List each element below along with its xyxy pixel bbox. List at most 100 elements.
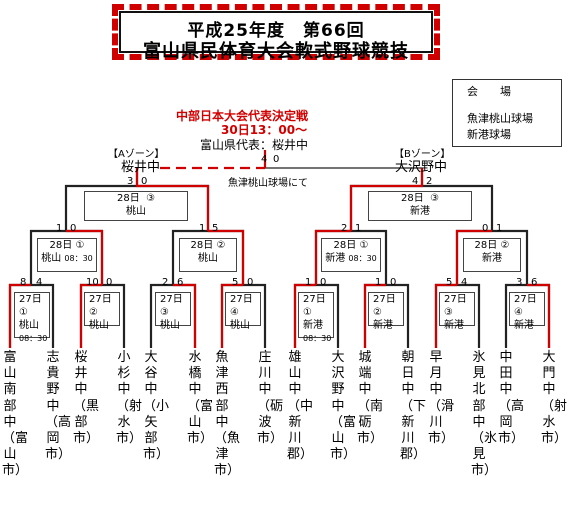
title-line-1: 平成25年度 第66回: [187, 21, 365, 41]
semi-date: 28日: [116, 193, 140, 204]
r1-2-score-left: 10: [86, 277, 99, 288]
qf-date: 28日: [333, 240, 357, 251]
r1-venue: 新港: [373, 320, 393, 331]
r1-5-score-left: 1: [305, 277, 312, 288]
final-score-right: 0: [273, 154, 280, 165]
team-6: 水橋中（富山市）: [187, 350, 214, 447]
r1-1-score-left: 8: [20, 277, 27, 288]
venue-item-1: 魚津桃山球場: [467, 112, 533, 125]
qf-time: 08：30: [64, 254, 93, 263]
r1-4-score-left: 5: [232, 277, 239, 288]
qf-match-1: 28日 ① 桃山 08：30: [37, 238, 97, 272]
r1-time: 08：30: [19, 334, 48, 343]
zone-a-label: 【Aゾーン】: [108, 149, 165, 160]
r1-match-3: 27日③ 桃山: [155, 292, 191, 331]
final-venue-note: 魚津桃山球場にて: [228, 178, 308, 189]
r1-3-score-right: 6: [177, 277, 184, 288]
r1-venue: 新港: [514, 320, 534, 331]
semi-no: ③: [146, 193, 156, 204]
team-4: 小杉中（射水市）: [116, 350, 143, 447]
r1-venue: 桃山: [19, 320, 39, 331]
r1-label: 27日①: [303, 294, 326, 318]
qf-time: 08：30: [348, 254, 377, 263]
qf-2-score-right: 5: [212, 223, 219, 234]
venue-heading: 会場: [467, 85, 533, 98]
semi-match-2: 28日 ③ 新港: [368, 191, 472, 221]
qf-venue: 桃山: [41, 253, 62, 264]
semi-2-score-left: 4: [412, 176, 419, 187]
final-score-left: 4: [261, 154, 268, 165]
qf-no: ①: [75, 240, 85, 251]
r1-7-score-left: 5: [446, 277, 453, 288]
r1-6-score-left: 1: [375, 277, 382, 288]
venue-legend: 会場 魚津桃山球場 新港球場: [452, 79, 562, 147]
r1-label: 27日④: [514, 294, 537, 318]
r1-venue: 新港: [303, 320, 323, 331]
qf-venue: 新港: [325, 253, 346, 264]
qf-no: ①: [359, 240, 369, 251]
final-title: 中部日本大会代表決定戦: [176, 109, 309, 123]
r1-7-score-right: 4: [461, 277, 468, 288]
qf-match-2: 28日 ② 桃山: [179, 238, 237, 272]
zone-b-winner: 大沢野中: [395, 160, 448, 175]
team-7: 魚津西部中（魚津市）: [214, 350, 241, 479]
team-16: 大門中（射水市）: [541, 350, 568, 447]
qf-venue: 新港: [482, 253, 502, 264]
qf-venue: 桃山: [198, 253, 218, 264]
qf-2-score-left: 1: [199, 223, 206, 234]
semi-no: ③: [430, 193, 440, 204]
r1-match-4: 27日④ 桃山: [225, 292, 261, 331]
qf-1-score-right: 0: [70, 223, 77, 234]
team-15: 中田中（高岡市）: [498, 350, 525, 447]
team-3: 桜井中（黒部市）: [73, 350, 100, 447]
semi-2-score-right: 2: [426, 176, 433, 187]
qf-match-3: 28日 ① 新港 08：30: [321, 238, 381, 272]
qf-date: 28日: [49, 240, 73, 251]
r1-label: 27日④: [230, 294, 253, 318]
semi-venue: 桃山: [126, 206, 146, 217]
qf-3-score-right: 1: [355, 223, 362, 234]
semi-1-score-right: 0: [141, 176, 148, 187]
r1-label: 27日②: [89, 294, 112, 318]
zone-b-label: 【Bゾーン】: [394, 149, 451, 160]
qf-match-4: 28日 ② 新港: [463, 238, 521, 272]
r1-8-score-right: 6: [531, 277, 538, 288]
r1-match-6: 27日② 新港: [368, 292, 404, 331]
team-8: 庄川中（砺波市）: [257, 350, 284, 447]
team-9: 雄山中（中新川郡）: [287, 350, 314, 463]
semi-venue: 新港: [410, 206, 430, 217]
r1-8-score-left: 3: [516, 277, 523, 288]
r1-6-score-right: 0: [390, 277, 397, 288]
r1-label: 27日②: [373, 294, 396, 318]
r1-venue: 新港: [444, 320, 464, 331]
r1-venue: 桃山: [230, 320, 250, 331]
team-2: 志貴野中（高岡市）: [45, 350, 72, 463]
r1-match-5: 27日① 新港 08：30: [298, 292, 334, 343]
r1-label: 27日③: [444, 294, 467, 318]
r1-match-2: 27日② 桃山: [84, 292, 120, 331]
team-14: 氷見北部中（氷見市）: [471, 350, 498, 479]
representative-text: 富山県代表：桜井中: [200, 138, 309, 152]
qf-3-score-left: 2: [341, 223, 348, 234]
r1-time: 08：30: [303, 334, 332, 343]
qf-no: ②: [500, 240, 510, 251]
r1-match-7: 27日③ 新港: [439, 292, 475, 331]
qf-date: 28日: [474, 240, 498, 251]
r1-venue: 桃山: [89, 320, 109, 331]
qf-date: 28日: [190, 240, 214, 251]
team-13: 早月中（滑川市）: [428, 350, 455, 447]
r1-1-score-right: 4: [36, 277, 43, 288]
qf-4-score-right: 1: [496, 223, 503, 234]
qf-4-score-left: 0: [482, 223, 489, 234]
r1-label: 27日③: [160, 294, 183, 318]
team-1: 富山南部中（富山市）: [2, 350, 29, 479]
title-line-2: 富山県民体育大会軟式野球競技: [143, 41, 409, 62]
title-box: 平成25年度 第66回 富山県民体育大会軟式野球競技: [112, 4, 440, 62]
qf-no: ②: [216, 240, 226, 251]
final-date: 30日13：00〜: [221, 123, 308, 137]
r1-match-1: 27日① 桃山 08：30: [14, 292, 50, 343]
venue-item-2: 新港球場: [467, 128, 511, 141]
r1-venue: 桃山: [160, 320, 180, 331]
team-11: 城端中（南砺市）: [357, 350, 384, 447]
